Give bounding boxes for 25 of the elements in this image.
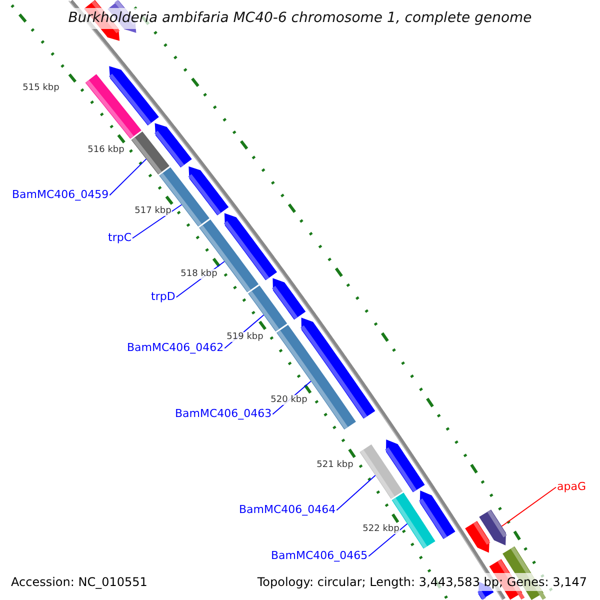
gene-label: apaG [557, 480, 586, 494]
gene-bar [248, 286, 288, 332]
leader-line [368, 523, 408, 557]
scale-label: 518 kbp [180, 268, 218, 280]
gene-bar [479, 510, 507, 546]
gene-label: BamMC406_0463 [175, 407, 272, 420]
scale-label: 519 kbp [226, 332, 264, 342]
gene-label: trpD [151, 290, 176, 304]
gene-label: BamMC406_0465 [271, 549, 368, 562]
gene-bar [360, 444, 403, 499]
scale-label: 521 kbp [316, 460, 354, 470]
leader-line [336, 474, 376, 511]
scale-label: 517 kbp [134, 206, 172, 216]
leader-line [132, 204, 182, 239]
gene-label: trpC [108, 231, 132, 244]
scale-label: 522 kbp [362, 524, 400, 534]
gene-bar [131, 132, 170, 174]
scale-label: 520 kbp [270, 394, 308, 406]
gene-label: BamMC406_0462 [127, 341, 224, 354]
leader-line [109, 158, 147, 196]
gene-label: BamMC406_0464 [239, 503, 336, 516]
leader-line [501, 486, 556, 527]
scale-label: 516 kbp [86, 144, 126, 156]
scale-label: 515 kbp [22, 82, 60, 94]
gene-label: BamMC406_0459 [12, 188, 109, 202]
